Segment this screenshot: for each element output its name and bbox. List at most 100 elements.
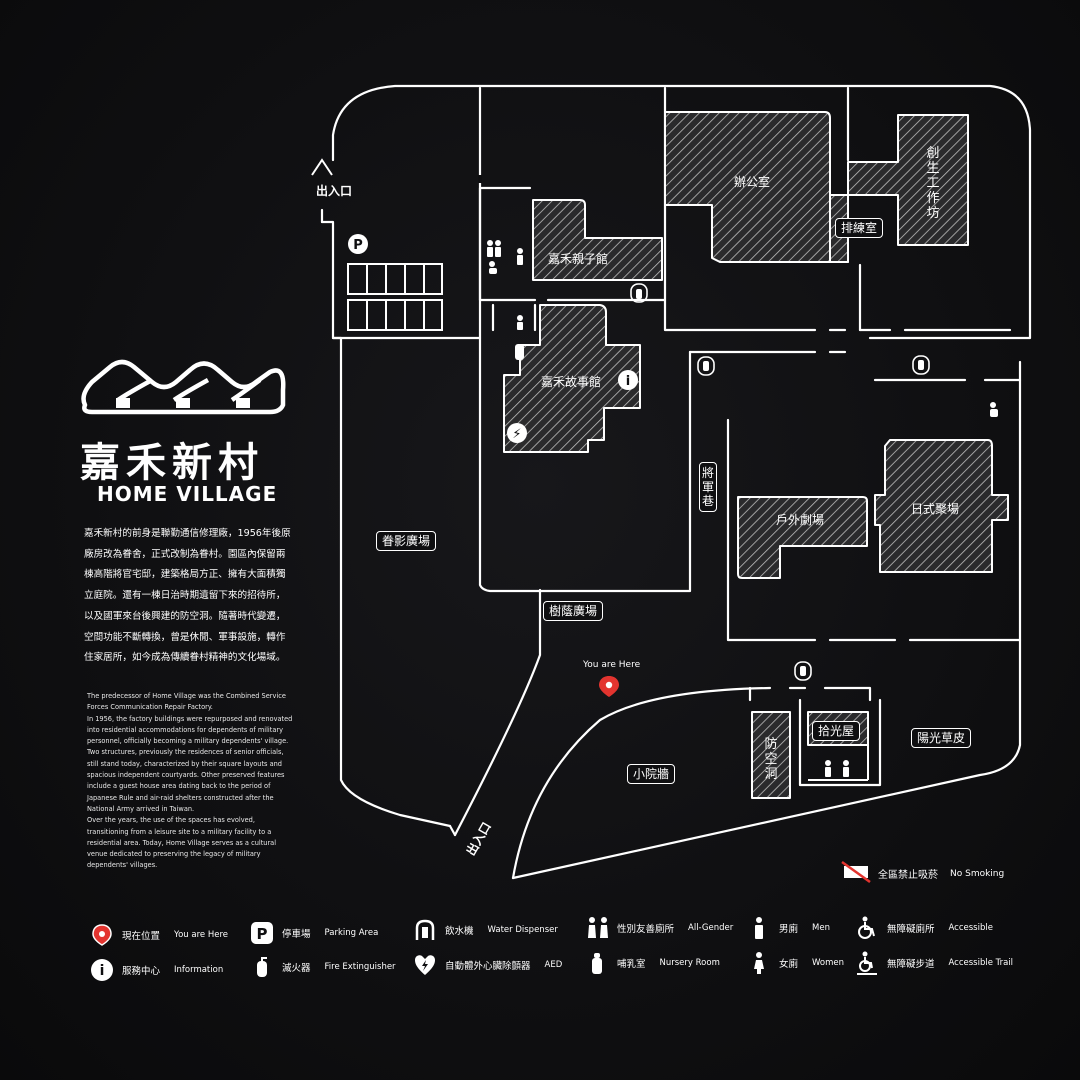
- legend-cn: 無障礙步道: [887, 959, 935, 970]
- svg-text:P: P: [353, 238, 363, 253]
- no-smoking-notice: 全區禁止吸菸 No Smoking: [878, 866, 1005, 882]
- office-label: 辦公室: [734, 175, 771, 189]
- rehearsal-label: 排練室: [835, 218, 884, 238]
- description-paragraph: Two structures, previously the residence…: [87, 748, 285, 813]
- womens-restroom-icon: [747, 951, 771, 975]
- building-japanese-residence: [874, 439, 1009, 573]
- outdoor-theater-label: 戶外劇場: [776, 513, 825, 527]
- nursery-room-icon: [585, 951, 609, 975]
- shuyin-plaza-label: 樹蔭廣場: [543, 601, 604, 621]
- legend-en: Water Dispenser: [487, 925, 558, 935]
- story-house-label: 嘉禾故事館: [541, 375, 602, 389]
- legend-item: 性別友善廁所 All-Gender: [585, 916, 733, 940]
- legend-cn: 服務中心: [122, 966, 161, 977]
- legend-cn: 哺乳室: [617, 959, 646, 970]
- legend-cn: 女廁: [779, 959, 799, 970]
- description-paragraph: Over the years, the use of the spaces ha…: [87, 816, 277, 870]
- water-dispenser-icon: [630, 283, 648, 303]
- general-alley-label: 將軍巷: [699, 462, 717, 512]
- description-paragraph: The predecessor of Home Village was the …: [87, 692, 286, 712]
- building-creative-studio: [847, 114, 969, 246]
- you-are-here-label: You are Here: [583, 660, 641, 670]
- fire-extinguisher-icon: [912, 355, 930, 375]
- legend-cn: 自動體外心臟除顫器: [445, 961, 531, 972]
- building-story-house: [503, 304, 641, 453]
- legend-item: 男廁 Men: [747, 916, 830, 940]
- accessible-restroom-icon: [855, 916, 879, 940]
- air-raid-shelter-label: 防空洞: [764, 737, 778, 782]
- legend-cn: 滅火器: [282, 963, 311, 974]
- building-air-raid-shelter: [751, 711, 791, 799]
- no-smoking-en: No Smoking: [950, 868, 1005, 879]
- svg-text:⚡: ⚡: [512, 427, 521, 442]
- all-gender-restroom-icon: [585, 916, 609, 940]
- aed-icon: [507, 423, 527, 443]
- legend-en: Parking Area: [324, 928, 379, 938]
- outer-boundary-right: [868, 328, 1032, 340]
- information-icon: [618, 370, 638, 390]
- accessible-trail-icon: [855, 951, 879, 975]
- legend-en: Information: [174, 965, 224, 975]
- legend-item: i 服務中心 Information: [90, 958, 223, 982]
- outer-boundary-top: [331, 84, 1032, 332]
- aed-icon: [413, 953, 437, 977]
- mens-restroom-icon: [747, 916, 771, 940]
- description-paragraph: In 1956, the factory buildings were repu…: [87, 714, 293, 746]
- legend-en: Women: [812, 958, 845, 968]
- parent-child-label: 嘉禾親子館: [548, 252, 609, 266]
- information-icon: i: [90, 958, 114, 982]
- legend-item: 飲水機 Water Dispenser: [413, 918, 558, 942]
- village-title-cn: 嘉禾新村: [80, 440, 264, 486]
- legend-item: 現在位置 You are Here: [90, 923, 228, 947]
- legend-en: Accessible: [948, 923, 993, 933]
- no-smoking-cn: 全區禁止吸菸: [878, 870, 938, 881]
- legend-cn: 男廁: [779, 924, 799, 935]
- legend-en: Men: [812, 923, 830, 933]
- no-smoking-icon: [841, 860, 871, 884]
- entrance-label-top: 出入口: [316, 184, 353, 198]
- building-office: [664, 111, 849, 263]
- legend-en: Accessible Trail: [948, 958, 1014, 968]
- small-courtyard-label: 小院牆: [627, 764, 676, 784]
- legend-en: Nursery Room: [659, 958, 720, 968]
- sunlight-lawn-label: 陽光草皮: [911, 728, 972, 748]
- fire-extinguisher-icon: [697, 356, 715, 376]
- svg-text:i: i: [100, 963, 105, 979]
- svg-text:i: i: [626, 374, 630, 389]
- legend-item: 無障礙廁所 Accessible: [855, 916, 993, 940]
- legend-cn: 性別友善廁所: [617, 924, 675, 935]
- legend-item: P 停車場 Parking Area: [250, 921, 378, 945]
- parking-icon: [348, 234, 368, 254]
- fire-extinguisher-icon: [250, 955, 274, 979]
- japanese-residence-label: 日式聚場: [911, 502, 960, 516]
- legend-en: You are Here: [174, 930, 228, 940]
- legend-item: 無障礙步道 Accessible Trail: [855, 951, 1013, 975]
- legend-item: 滅火器 Fire Extinguisher: [250, 955, 396, 979]
- fire-extinguisher-icon: [794, 661, 812, 681]
- shiguang-house-label: 拾光屋: [812, 721, 861, 741]
- legend-item: 自動體外心臟除顫器 AED: [413, 953, 562, 977]
- legend-en: All-Gender: [688, 923, 734, 933]
- juanying-plaza-label: 眷影廣場: [376, 531, 437, 551]
- parking-icon: P: [250, 921, 274, 945]
- building-outdoor-theater: [737, 496, 868, 579]
- legend-en: AED: [544, 960, 563, 970]
- village-title-en: HOME VILLAGE: [97, 482, 278, 506]
- building-parent-child: [532, 199, 663, 281]
- legend-cn: 停車場: [282, 929, 311, 940]
- village-description-cn: 嘉禾新村的前身是聯勤通信修理廠，1956年後原廠房改為眷舍，正式改制為眷村。園區…: [84, 528, 291, 664]
- legend-item: 哺乳室 Nursery Room: [585, 951, 720, 975]
- parking-slots: [347, 263, 443, 331]
- village-description-en: The predecessor of Home Village was the …: [87, 691, 295, 872]
- you-are-here-marker: [599, 676, 619, 697]
- water-dispenser-icon: [413, 918, 437, 942]
- legend-cn: 無障礙廁所: [887, 924, 935, 935]
- svg-text:P: P: [257, 925, 268, 943]
- legend-en: Fire Extinguisher: [324, 962, 396, 972]
- legend-item: 女廁 Women: [747, 951, 844, 975]
- legend-cn: 現在位置: [122, 931, 161, 942]
- legend-cn: 飲水機: [445, 926, 474, 937]
- you-are-here-icon: [90, 923, 114, 947]
